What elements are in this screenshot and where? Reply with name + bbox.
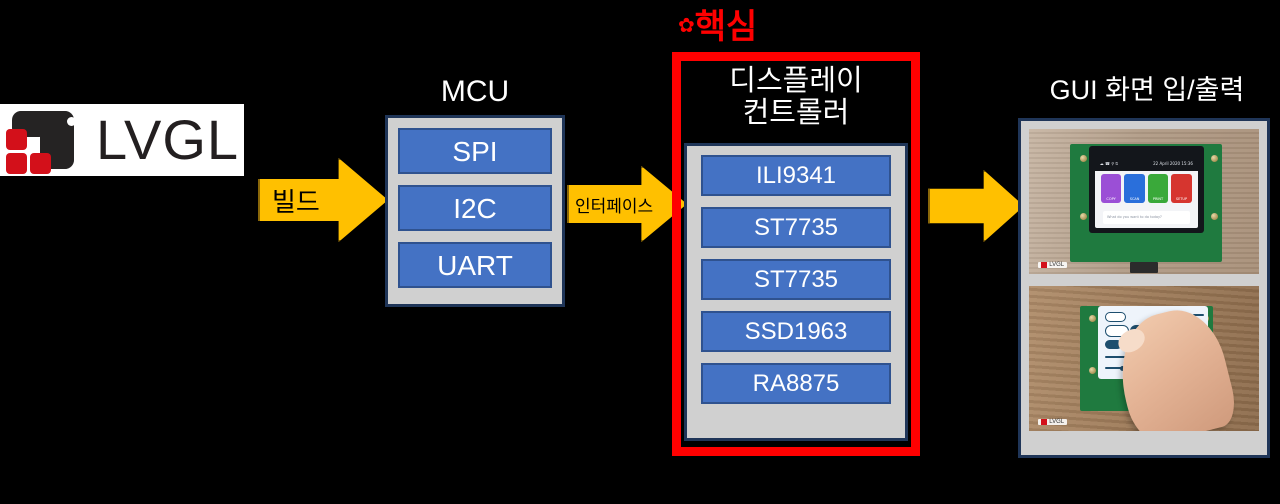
photo2-lvgl-text: LVGL <box>1049 419 1065 426</box>
display-controller-highlight-frame <box>672 52 920 456</box>
lvgl-logo-card: LVGL <box>0 104 244 176</box>
photo1-lvgl-mark-icon <box>1041 262 1048 269</box>
photo1-tile-print: PRINT <box>1147 174 1169 204</box>
gui-photo-touch-demo: LVGL <box>1029 286 1259 431</box>
lvgl-wordmark: LVGL <box>96 108 240 171</box>
controller-ssd1963: SSD1963 <box>701 311 891 352</box>
photo2-toggle-top <box>1104 312 1127 323</box>
display-controller-panel: ILI9341 ST7735 ST7735 SSD1963 RA8875 <box>684 143 908 441</box>
photo1-status-datetime: 22 April 2020 15:36 <box>1153 160 1193 166</box>
photo1-tile-scan: SCAN <box>1124 174 1145 204</box>
photo1-tile-copy: COPY <box>1100 174 1122 204</box>
logo-red-square-3 <box>30 153 51 174</box>
mcu-interface-uart: UART <box>398 242 552 288</box>
gui-photo-printer-demo: ☁ ☎ ⚲ ⍉ 22 April 2020 15:36 COPY SCAN PR… <box>1029 129 1259 274</box>
core-annotation: ✿핵심 <box>678 2 798 48</box>
logo-eye-dot <box>67 117 76 126</box>
mcu-title: MCU <box>440 75 510 108</box>
controller-st7735-b: ST7735 <box>701 259 891 300</box>
annotation-text: 핵심 <box>694 7 758 47</box>
photo1-screw-tl <box>1079 155 1087 163</box>
logo-red-square-1 <box>6 129 27 150</box>
gui-title: GUI 화면 입/출력 <box>1049 75 1245 105</box>
mcu-interface-spi: SPI <box>398 128 552 174</box>
mcu-interface-i2c: I2C <box>398 185 552 231</box>
arrow-output <box>928 170 1024 242</box>
gui-photo-frame: ☁ ☎ ⚲ ⍉ 22 April 2020 15:36 COPY SCAN PR… <box>1018 118 1270 458</box>
controller-st7735-a: ST7735 <box>701 207 891 248</box>
photo1-tiles: COPY SCAN PRINT SETUP <box>1100 174 1192 204</box>
photo1-screw-br <box>1210 213 1218 221</box>
arrow-interface-label: 인터페이스 <box>575 196 654 216</box>
photo2-lvgl-watermark: LVGL <box>1038 419 1068 426</box>
photo1-display: ☁ ☎ ⚲ ⍉ 22 April 2020 15:36 COPY SCAN PR… <box>1088 146 1204 234</box>
photo1-tile-setup: SETUP <box>1171 174 1192 204</box>
photo1-screw-bl <box>1079 213 1087 221</box>
display-controller-title-line2: 컨트롤러 <box>742 96 850 129</box>
photo2-screw-tl <box>1088 315 1096 322</box>
arrow-build: 빌드 <box>258 158 388 242</box>
photo1-status-icons: ☁ ☎ ⚲ ⍉ <box>1099 160 1118 166</box>
controller-ra8875: RA8875 <box>701 363 891 404</box>
lvgl-logo-mark-icon <box>6 109 86 174</box>
photo1-usb-connector <box>1130 262 1158 273</box>
mcu-panel: SPI I2C UART <box>385 115 565 307</box>
photo2-tab-3 <box>1192 313 1204 317</box>
photo1-prompt: What do you want to do today? <box>1102 210 1190 224</box>
display-controller-title: 디스플레이 컨트롤러 <box>681 65 911 130</box>
annotation-star-icon: ✿ <box>678 13 695 37</box>
photo2-lvgl-mark-icon <box>1041 419 1048 426</box>
photo2-screw-bl <box>1088 367 1096 375</box>
photo1-statusbar: ☁ ☎ ⚲ ⍉ 22 April 2020 15:36 <box>1094 155 1199 172</box>
photo1-lcd: ☁ ☎ ⚲ ⍉ 22 April 2020 15:36 COPY SCAN PR… <box>1094 155 1199 229</box>
display-controller-title-line1: 디스플레이 <box>729 65 863 97</box>
controller-ili9341: ILI9341 <box>701 155 891 196</box>
arrow-interface: 인터페이스 <box>567 166 687 242</box>
photo1-lvgl-text: LVGL <box>1049 262 1065 269</box>
photo1-screw-tr <box>1210 155 1218 163</box>
logo-red-square-2 <box>6 153 27 174</box>
arrow-build-label: 빌드 <box>272 186 320 217</box>
photo1-lvgl-watermark: LVGL <box>1038 262 1068 269</box>
